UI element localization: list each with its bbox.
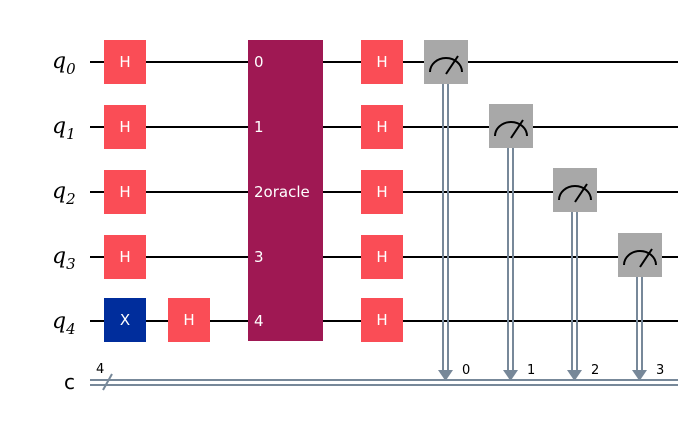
measure-gate-q2[interactable] [553, 168, 597, 212]
register-slash [102, 373, 113, 391]
oracle-pin-4: 4 [254, 312, 264, 330]
x-gate-q4[interactable]: X [104, 298, 146, 342]
svg-text:H: H [183, 311, 194, 329]
h-gate-q3-col1[interactable]: H [104, 235, 146, 279]
meter-needle-icon [574, 183, 588, 203]
svg-text:H: H [376, 311, 387, 329]
qubit-label-q3: q3 [52, 244, 76, 273]
h-gate-q0-col1[interactable]: H [104, 40, 146, 84]
qubit-label-q4: q4 [52, 309, 76, 338]
gate-column-1: H H H H X [104, 40, 146, 342]
measure-gate-q1[interactable] [489, 104, 533, 148]
qubit-label-q1: q1 [52, 114, 76, 143]
measurement-lines [442, 84, 643, 372]
meter-arc-icon [623, 250, 657, 266]
h-gate-q4-col2[interactable]: H [168, 298, 210, 342]
qubit-label-q2: q2 [52, 179, 76, 208]
h-gate-q1-col1[interactable]: H [104, 105, 146, 149]
classical-wire [90, 373, 678, 391]
oracle-pin-2: 2oracle [254, 183, 310, 201]
oracle-label: oracle [264, 183, 310, 201]
h-gate-q2-col1[interactable]: H [104, 170, 146, 214]
svg-text:H: H [376, 248, 387, 266]
measurement-arrows [438, 370, 647, 381]
h-gate-q1-col3[interactable]: H [361, 105, 403, 149]
meter-needle-icon [510, 119, 524, 139]
classical-bit-label-2: 2 [591, 363, 599, 378]
classical-bit-label-3: 3 [656, 363, 664, 378]
svg-text:H: H [376, 53, 387, 71]
classical-bit-labels: 0 1 2 3 [462, 363, 664, 378]
svg-text:H: H [119, 118, 130, 136]
qubit-labels: q0 q1 q2 q3 q4 c [52, 49, 76, 394]
measure-gate-q3[interactable] [618, 233, 662, 277]
h-gate-q3-col3[interactable]: H [361, 235, 403, 279]
oracle-pin-0: 0 [254, 53, 264, 71]
classical-bit-label-1: 1 [527, 363, 535, 378]
gate-column-after-oracle: H H H H H [361, 40, 403, 342]
oracle-gate[interactable]: 0 1 2oracle 3 4 [248, 40, 323, 341]
meter-needle-icon [445, 55, 459, 75]
svg-text:H: H [376, 118, 387, 136]
qubit-label-q0: q0 [52, 49, 76, 78]
svg-text:X: X [120, 311, 130, 329]
svg-text:H: H [119, 53, 130, 71]
measure-gate-q0[interactable] [424, 40, 468, 84]
meter-arc-icon [429, 57, 463, 73]
svg-text:H: H [119, 248, 130, 266]
svg-text:H: H [119, 183, 130, 201]
meter-arc-icon [558, 185, 592, 201]
h-gate-q4-col3[interactable]: H [361, 298, 403, 342]
svg-text:H: H [376, 183, 387, 201]
h-gate-q0-col3[interactable]: H [361, 40, 403, 84]
classical-register-width: 4 [96, 362, 104, 377]
meter-arc-icon [494, 121, 528, 137]
classical-bit-label-0: 0 [462, 363, 470, 378]
oracle-pin-1: 1 [254, 118, 264, 136]
classical-register-label: c [64, 370, 75, 394]
meter-needle-icon [639, 248, 653, 268]
oracle-pin-3: 3 [254, 248, 264, 266]
h-gate-q2-col3[interactable]: H [361, 170, 403, 214]
